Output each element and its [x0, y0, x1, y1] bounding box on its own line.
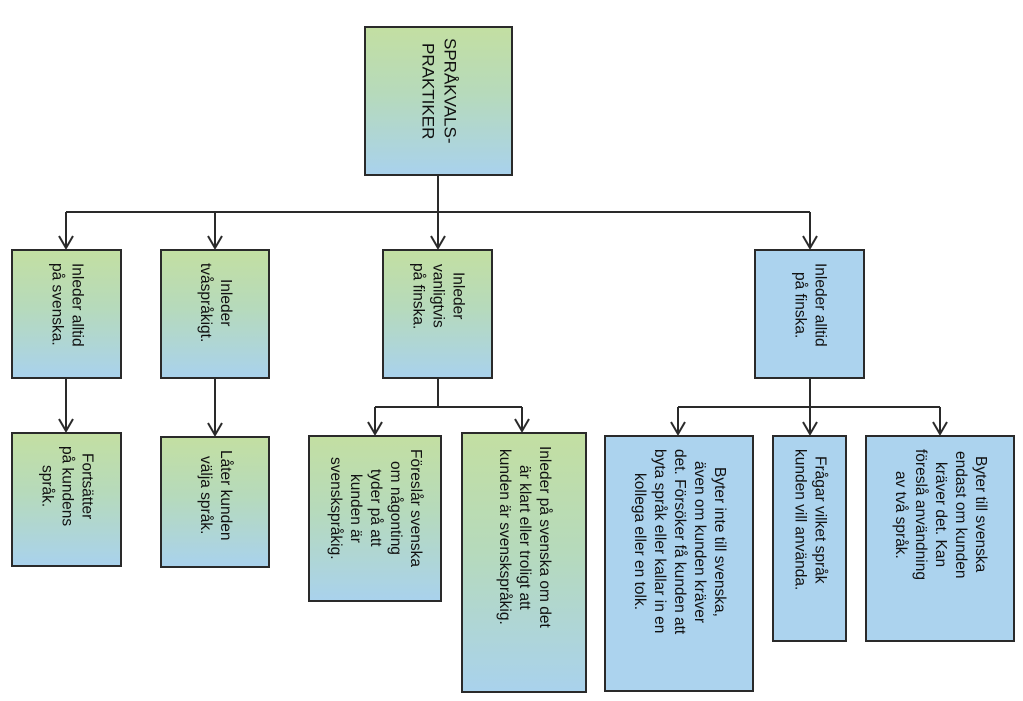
arrow-to-level2-5-head: [670, 421, 686, 436]
level1-label-4: Inleder alltid på finska.: [791, 263, 829, 347]
level2-node-switches-on-demand: Byter till svenska endast om kunden kräv…: [865, 435, 1015, 642]
arrow-to-level2-6-head: [802, 421, 818, 436]
arrow-to-level2-2-head: [207, 422, 223, 437]
level2-label-3: Föreslår svenska om någonting tyder på a…: [327, 449, 424, 568]
arrow-to-level2-7-head: [932, 421, 948, 436]
arrow-to-level2-4-head: [514, 418, 530, 433]
level2-node-does-not-switch: Byter inte till svenska, även om kunden …: [604, 435, 754, 692]
arrow-to-level1-3-head: [430, 235, 446, 250]
level2-node-starts-swedish-if-likely: Inleder på svenska om det är klart eller…: [461, 432, 587, 693]
root-node-label: SPRÅKVALS- PRAKTIKER: [418, 38, 460, 144]
level2-label-2: Låter kunden välja språk.: [197, 450, 234, 541]
level2-node-continue-customer-language: Fortsätter på kundens språk.: [11, 432, 122, 567]
level2-label-1: Fortsätter på kundens språk.: [38, 446, 96, 527]
arrow-to-level2-3-head: [367, 421, 383, 436]
arrow-to-level1-4-head: [802, 235, 818, 250]
level1-label-2: Inleder tvåspråkigt.: [197, 263, 234, 343]
level2-label-5: Byter inte till svenska, även om kunden …: [631, 449, 728, 635]
level1-label-3: Inleder vanligtvis på finska.: [409, 263, 467, 330]
level2-node-suggests-swedish: Föreslår svenska om någonting tyder på a…: [308, 435, 442, 602]
arrow-to-level1-1-head: [58, 235, 74, 250]
level1-label-1: Inleder alltid på svenska.: [48, 263, 86, 347]
level2-label-6: Frågar vilket språk kunden vill använda.: [791, 449, 829, 591]
level1-node-usually-finnish: Inleder vanligtvis på finska.: [382, 249, 493, 379]
level2-node-customer-chooses: Låter kunden välja språk.: [160, 436, 270, 568]
arrow-to-level1-2-head: [207, 235, 223, 250]
root-node-box: SPRÅKVALS- PRAKTIKER: [364, 26, 513, 176]
level2-label-7: Byter till svenska endast om kunden kräv…: [892, 449, 989, 580]
level2-label-4: Inleder på svenska om det är klart eller…: [496, 446, 553, 628]
level2-node-asks-language: Frågar vilket språk kunden vill använda.: [772, 435, 847, 642]
level1-node-always-swedish: Inleder alltid på svenska.: [11, 249, 122, 379]
arrow-to-level2-1-head: [58, 418, 74, 433]
level1-node-bilingual: Inleder tvåspråkigt.: [160, 249, 270, 379]
level1-node-always-finnish: Inleder alltid på finska.: [754, 249, 865, 379]
